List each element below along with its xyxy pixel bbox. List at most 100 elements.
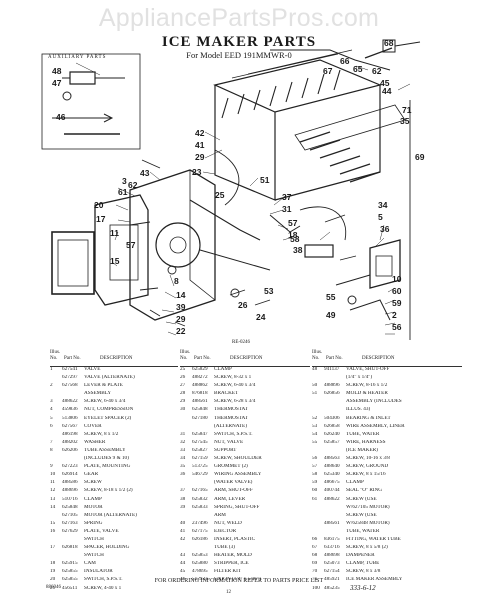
part-description: EYELET SPACER (2) — [84, 415, 132, 421]
callout: 11 — [110, 228, 119, 238]
stripper-fins — [299, 131, 381, 183]
part-description: VALVE, SHUT-OFF — [346, 367, 390, 372]
callout: 55 — [326, 292, 336, 302]
part-description: SCREW — [84, 480, 102, 486]
illus-number: 5 — [50, 415, 53, 421]
table-row: SWITCH — [50, 553, 178, 561]
part-number: 627541 — [62, 367, 78, 372]
part-description: CLAMP, TUBE — [346, 561, 380, 567]
header-part: Part No. — [64, 356, 81, 361]
part-description: THERMOSTAT — [214, 407, 248, 413]
illus-number: 100 — [312, 585, 320, 591]
callout: 57 — [126, 240, 136, 250]
part-description: SCREW, 6-28 x 3/4 — [214, 399, 256, 405]
part-description: SWITCH, S.P.S.T. — [214, 431, 253, 437]
part-number: 627175 — [192, 528, 208, 534]
header-part: Part No. — [326, 356, 343, 361]
part-description: SCREW, 8 x 1/2 — [84, 431, 119, 437]
callout: 5 — [378, 212, 383, 222]
illus-number: 52 — [312, 415, 318, 421]
part-number: 625855 — [62, 569, 78, 575]
illus-number: 43 — [180, 553, 186, 559]
header-desc: DESCRIPTION — [100, 356, 133, 361]
exploded-parts-diagram — [41, 39, 421, 340]
part-description: PLATE, MOUNTING — [84, 464, 131, 470]
part-description: (WATER VALVE) — [214, 480, 253, 486]
illus-number: 1 — [50, 367, 53, 372]
part-number: 456511 — [62, 585, 78, 591]
part-number: 627545 — [192, 439, 208, 445]
part-number: 488586 — [62, 480, 78, 486]
header-no: No. — [312, 356, 320, 361]
illus-number: 16 — [50, 528, 56, 534]
part-description: WIRING ASSEMBLY — [214, 472, 262, 478]
part-number: 488640 — [324, 464, 340, 470]
table-row: TUBE (3) — [180, 545, 310, 553]
callout: 39 — [176, 302, 186, 312]
motor — [51, 231, 95, 295]
part-number: 625848 — [192, 407, 208, 413]
illus-number: 12 — [50, 488, 56, 494]
illus-number: 9 — [50, 464, 53, 470]
illus-number: 55 — [312, 439, 318, 445]
callout: 49 — [326, 310, 336, 320]
header-desc: DESCRIPTION — [230, 356, 263, 361]
callout: 44 — [382, 86, 392, 96]
part-description: SWITCH — [84, 536, 104, 542]
callout: 53 — [264, 286, 274, 296]
table-row: SWITCH — [50, 537, 178, 545]
part-description: TUBE, WATER — [346, 431, 380, 437]
part-number: 633716 — [324, 545, 340, 551]
illus-number: 41 — [180, 528, 186, 534]
page-code: 886046 — [46, 585, 61, 590]
illus-number: 67 — [312, 545, 318, 551]
callout: 68 — [384, 38, 394, 48]
part-description: ARM, LEVER — [214, 496, 246, 502]
part-description: NUT, VALVE — [214, 439, 244, 445]
part-number: 627629 — [62, 528, 78, 534]
part-number: 836175 — [324, 536, 340, 542]
part-number: 627105 — [62, 512, 78, 518]
part-number: 627568 — [62, 383, 78, 389]
illus-number: 14 — [50, 504, 56, 510]
part-number: 626856 — [324, 391, 340, 397]
illus-number: 70 — [312, 569, 318, 575]
part-number: 627297 — [62, 375, 78, 381]
callout: 23 — [192, 167, 202, 177]
part-description: WASHER — [84, 439, 106, 445]
callout: 10 — [392, 274, 402, 284]
illus-number: 36 — [180, 472, 186, 478]
callout: 62 — [372, 66, 382, 76]
part-description: VALVE — [84, 367, 101, 372]
page-number: 12 — [226, 590, 231, 595]
part-number: 512923 — [192, 577, 208, 583]
thermostat — [304, 244, 334, 258]
illus-number: 18 — [50, 561, 56, 567]
callout: 51 — [260, 175, 270, 185]
callout: 35 — [400, 116, 410, 126]
header-illus: Illus. — [180, 350, 191, 355]
part-description: SCREW, 4-40 x 1 — [84, 585, 122, 591]
cam-gear — [155, 222, 201, 268]
illus-number: 38 — [180, 496, 186, 502]
header-part: Part No. — [194, 356, 211, 361]
part-number: 626240 — [324, 431, 340, 437]
part-description: EJECTOR — [214, 528, 237, 534]
